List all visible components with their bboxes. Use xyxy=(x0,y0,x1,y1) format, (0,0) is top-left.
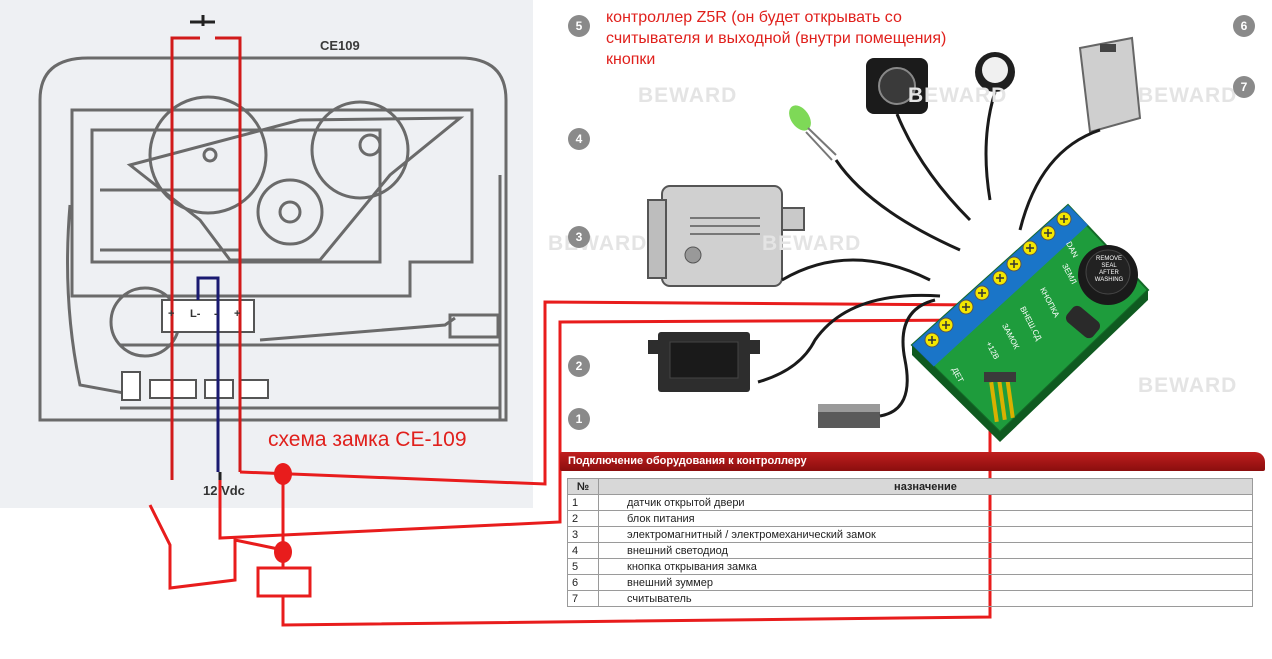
column-header-purpose: назначение xyxy=(598,478,1253,495)
annotation-line: считывателя и выходной (внутри помещения… xyxy=(606,30,947,47)
device-external-led xyxy=(789,105,837,161)
annotation-line: контроллер Z5R (он будет открывать со xyxy=(606,9,902,26)
sticker-line: WASHING xyxy=(1094,277,1124,283)
buzzer-sticker: REMOVE SEAL AFTER WASHING xyxy=(1092,256,1126,284)
callout-3: 3 xyxy=(568,226,590,248)
lock-terminal-plus2: + xyxy=(234,308,241,320)
row-purpose: считыватель xyxy=(598,590,1253,607)
device-card-reader xyxy=(1078,36,1142,134)
lock-model-label: CE109 xyxy=(320,38,360,53)
supply-voltage-label: 12 Vdc xyxy=(203,483,245,498)
row-number: 4 xyxy=(567,542,599,559)
row-purpose: внешний зуммер xyxy=(598,574,1253,591)
device-electric-lock xyxy=(647,185,805,287)
callout-6: 6 xyxy=(1233,15,1255,37)
callout-7: 7 xyxy=(1233,76,1255,98)
watermark: BEWARD xyxy=(1138,374,1238,397)
column-header-no: № xyxy=(567,478,599,495)
row-purpose: блок питания xyxy=(598,510,1253,527)
lock-internal-wires xyxy=(196,276,220,472)
sticker-line: REMOVE xyxy=(1095,256,1122,262)
watermark: BEWARD xyxy=(908,84,1008,107)
sticker-line: SEAL xyxy=(1101,263,1117,269)
watermark: BEWARD xyxy=(548,232,648,255)
controller-terminals xyxy=(924,211,1072,348)
watermark: BEWARD xyxy=(1138,84,1238,107)
watermark: BEWARD xyxy=(762,232,862,255)
row-purpose: внешний светодиод xyxy=(598,542,1253,559)
table-title: Подключение оборудования к контроллеру xyxy=(560,452,1265,471)
lock-terminal-plus: + xyxy=(168,308,175,320)
callout-2: 2 xyxy=(568,355,590,377)
device-exit-button xyxy=(866,58,928,114)
table-header-row: № назначение xyxy=(567,478,1253,495)
row-purpose: электромагнитный / электромеханический з… xyxy=(598,526,1253,543)
annotation-nodes xyxy=(274,463,292,563)
row-purpose: датчик открытой двери xyxy=(598,494,1253,511)
callout-1: 1 xyxy=(568,408,590,430)
lock-terminal-minus: - xyxy=(214,308,218,320)
board-capacitor xyxy=(1066,305,1100,339)
row-purpose: кнопка открывания замка xyxy=(598,558,1253,575)
callout-5: 5 xyxy=(568,15,590,37)
device-external-buzzer xyxy=(975,52,1015,92)
lock-terminal-lminus: L- xyxy=(190,308,201,320)
controller-annotation: контроллер Z5R (он будет открывать со сч… xyxy=(606,7,1006,70)
row-number: 2 xyxy=(567,510,599,527)
board-jumpers xyxy=(984,372,1016,423)
lock-ce109-drawing xyxy=(38,56,508,422)
annotation-box-resistor xyxy=(256,566,312,598)
board-buzzer xyxy=(1078,245,1138,305)
lock-red-wires xyxy=(170,36,242,480)
annotation-line: кнопки xyxy=(606,51,656,68)
lock-scheme-annotation: схема замка CE-109 xyxy=(268,428,467,451)
lock-photo-background xyxy=(0,0,533,508)
device-power-supply xyxy=(648,332,760,392)
watermark: BEWARD xyxy=(638,84,738,107)
lock-switch-symbol xyxy=(190,15,215,26)
device-door-sensor xyxy=(818,404,880,428)
sticker-line: AFTER xyxy=(1099,270,1119,276)
row-number: 3 xyxy=(567,526,599,543)
row-number: 6 xyxy=(567,574,599,591)
row-number: 1 xyxy=(567,494,599,511)
row-number: 5 xyxy=(567,558,599,575)
device-wires xyxy=(757,91,1101,418)
callout-4: 4 xyxy=(568,128,590,150)
row-number: 7 xyxy=(567,590,599,607)
